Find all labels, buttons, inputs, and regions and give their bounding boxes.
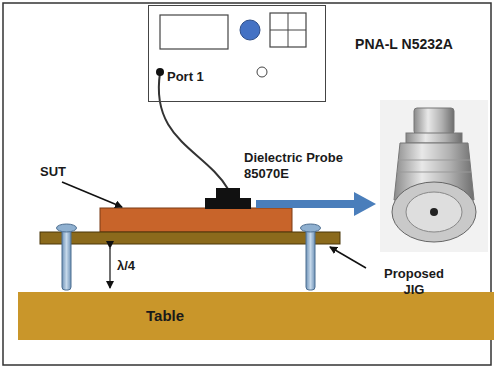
- dimension-arrow: [109, 248, 110, 288]
- port-label: Port 1: [167, 69, 204, 85]
- probe-groove: [398, 160, 470, 161]
- keypad-line: [270, 30, 306, 31]
- bolt: [62, 228, 71, 290]
- probe-photo: [380, 100, 488, 252]
- leader-line: [62, 182, 122, 207]
- table-band: Table: [18, 292, 494, 340]
- instrument-name: PNA-L N5232A: [349, 36, 459, 53]
- probe-cap: [414, 108, 454, 134]
- cable: [159, 73, 228, 189]
- bolt-head: [57, 224, 77, 232]
- probe-base: [205, 198, 251, 209]
- knob: [240, 20, 260, 40]
- keypad: [270, 13, 306, 47]
- sut-block: [100, 208, 292, 232]
- probe-center: [430, 208, 438, 216]
- probe-top: [216, 188, 240, 199]
- screen: [160, 15, 228, 49]
- blue-arrow-head: [354, 192, 376, 216]
- bolt: [306, 228, 315, 290]
- port-dot: [156, 68, 164, 76]
- probe-label: Dielectric Probe 85070E: [244, 150, 356, 181]
- jig-board: [40, 232, 340, 244]
- probe-face: [392, 182, 476, 242]
- blue-arrow: [256, 200, 356, 208]
- probe-groove: [397, 172, 471, 173]
- bolt-head: [301, 224, 321, 232]
- table-label: Table: [146, 307, 184, 325]
- jig-label: Proposed JIG: [372, 266, 456, 297]
- probe-ring: [406, 133, 462, 143]
- leader-line: [330, 247, 366, 268]
- instrument-box: PNA-L N5232APort 1: [148, 5, 326, 102]
- dimension-label: λ/4: [117, 258, 135, 274]
- probe-face-inner: [406, 192, 462, 232]
- sut-label: SUT: [40, 164, 66, 180]
- button: [257, 67, 267, 77]
